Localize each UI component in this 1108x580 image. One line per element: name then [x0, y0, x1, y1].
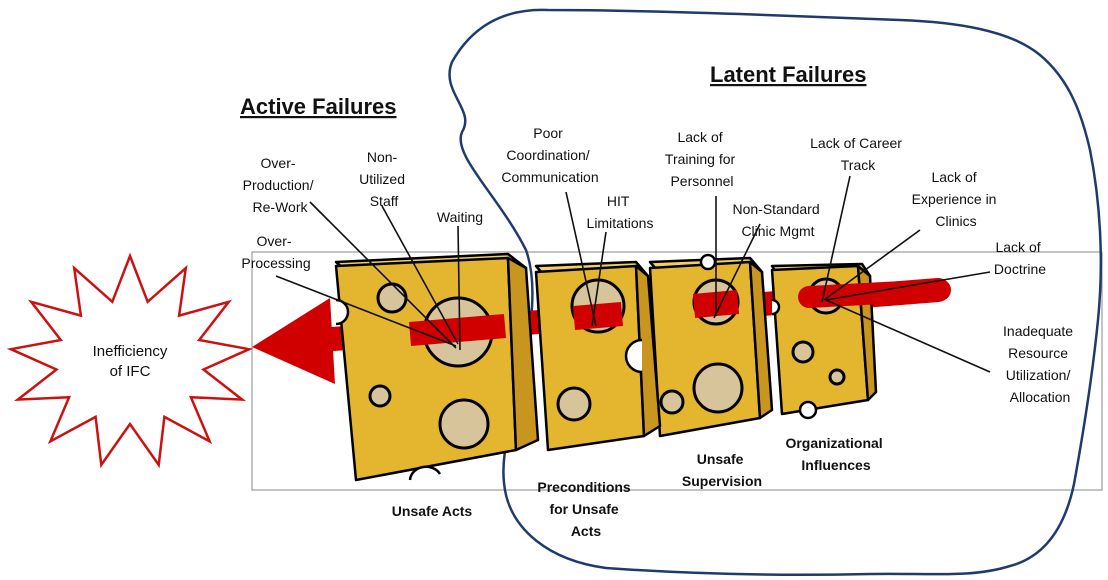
label-poor-coordination: Poor Coordination/ Communication	[501, 125, 598, 185]
label-lack-of-career-track: Lack of Career Track	[810, 135, 906, 173]
label-inadequate-resource: Inadequate Resource Utilization/ Allocat…	[1003, 323, 1077, 405]
outcome-label-line1: Inefficiency	[93, 343, 168, 360]
label-nonutilized-staff: Non- Utilized Staff	[359, 149, 409, 209]
label-overproduction: Over- Production/ Re-Work	[243, 155, 318, 215]
cheese-slab-supervision	[648, 253, 774, 438]
active-failures-title: Active Failures	[240, 94, 397, 119]
frame-rectangle	[251, 251, 1103, 491]
leader-lines	[275, 175, 991, 373]
outcome-label-line2: of IFC	[110, 363, 151, 380]
outcome-starburst: Inefficiency of IFC	[6, 252, 254, 469]
label-nonstandard-clinic: Non-Standard Clinic Mgmt	[732, 201, 823, 239]
latent-failures-cloud	[448, 8, 1103, 576]
latent-failures-title: Latent Failures	[710, 62, 866, 87]
label-lack-of-doctrine: Lack of Doctrine	[994, 239, 1046, 277]
label-hit-limitations: HIT Limitations	[587, 193, 654, 231]
label-waiting: Waiting	[437, 209, 483, 225]
label-lack-of-experience: Lack of Experience in Clinics	[912, 169, 1001, 229]
layer-label-supervision: Unsafe Supervision	[682, 451, 762, 489]
label-lack-of-training: Lack of Training for Personnel	[665, 129, 739, 189]
label-overprocessing: Over- Processing	[241, 233, 310, 271]
cheese-slab-unsafe-acts	[334, 252, 540, 482]
layer-label-preconditions: Preconditions for Unsafe Acts	[537, 479, 634, 539]
layer-label-organizational: Organizational Influences	[785, 435, 886, 473]
layer-label-unsafe-acts: Unsafe Acts	[392, 503, 473, 519]
